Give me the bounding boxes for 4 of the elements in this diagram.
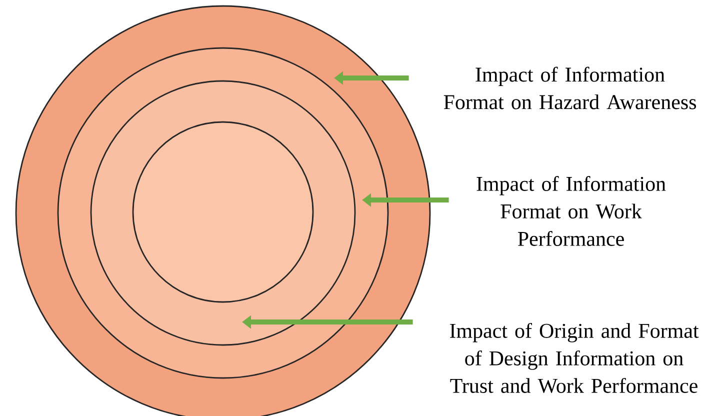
annotation-text: Impact of Origin and Format of Design Information on Trust and Work Performance — [450, 322, 699, 394]
annotation-text: Impact of Information Format on Work Performance — [476, 176, 666, 246]
ring-circle — [132, 121, 314, 303]
annotation-text: Impact of Information Format on Hazard Awareness — [444, 66, 696, 110]
